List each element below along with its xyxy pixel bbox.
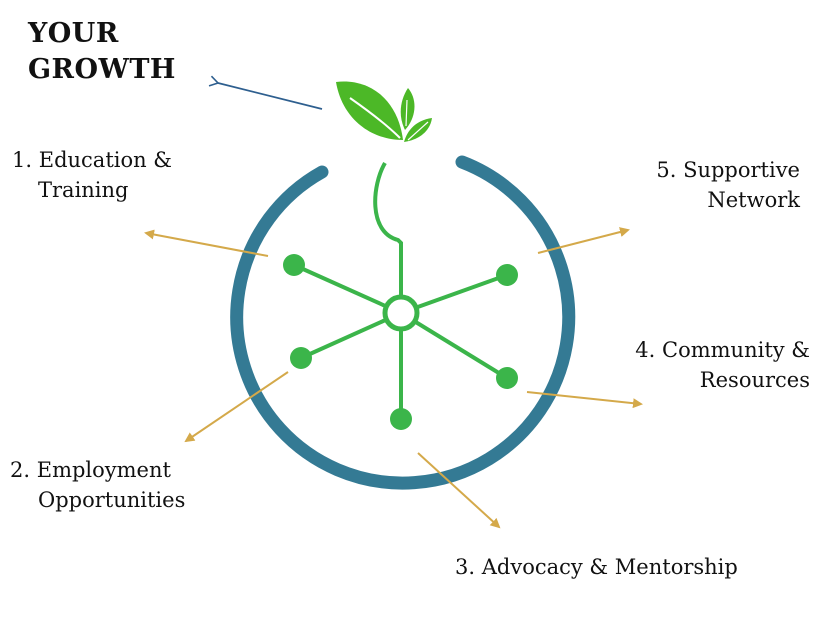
item-line-1: Employment (36, 458, 171, 482)
item-line-2: Training (38, 178, 129, 202)
arrow-5 (537, 227, 630, 254)
network-hub-icon (283, 254, 518, 430)
leaf-sprout-icon (336, 81, 432, 142)
arrow-1 (144, 229, 269, 257)
title-line-2: GROWTH (28, 54, 176, 85)
item-line-2: Resources (699, 368, 810, 392)
item-line-1: Community & (662, 338, 810, 362)
item-line-2: Network (707, 188, 800, 212)
item-line-1: Supportive (683, 158, 800, 182)
stem-line (373, 161, 403, 298)
item-education-training: 1. Education & Training (12, 145, 172, 205)
arrows (144, 227, 643, 529)
ring-arc (230, 155, 576, 490)
item-number: 5. (656, 158, 677, 182)
item-line-1: Education & (38, 148, 173, 172)
item-advocacy-mentorship: 3. Advocacy & Mentorship (455, 552, 738, 582)
item-number: 4. (635, 338, 656, 362)
item-line-1: Advocacy & Mentorship (481, 555, 738, 579)
item-number: 1. (12, 148, 33, 172)
item-employment-opportunities: 2. Employment Opportunities (10, 455, 185, 515)
item-line-2: Opportunities (38, 488, 186, 512)
item-number: 2. (10, 458, 31, 482)
title-line-1: YOUR (28, 18, 119, 49)
arrow-2 (184, 371, 289, 443)
item-number: 3. (455, 555, 476, 579)
arrow-4 (526, 391, 643, 409)
page-title: YOUR GROWTH (28, 16, 176, 88)
item-community-resources: 4. Community & Resources (635, 335, 810, 395)
arrow-3 (417, 452, 501, 529)
item-supportive-network: 5. Supportive Network (656, 155, 800, 215)
title-arrow (208, 75, 323, 110)
